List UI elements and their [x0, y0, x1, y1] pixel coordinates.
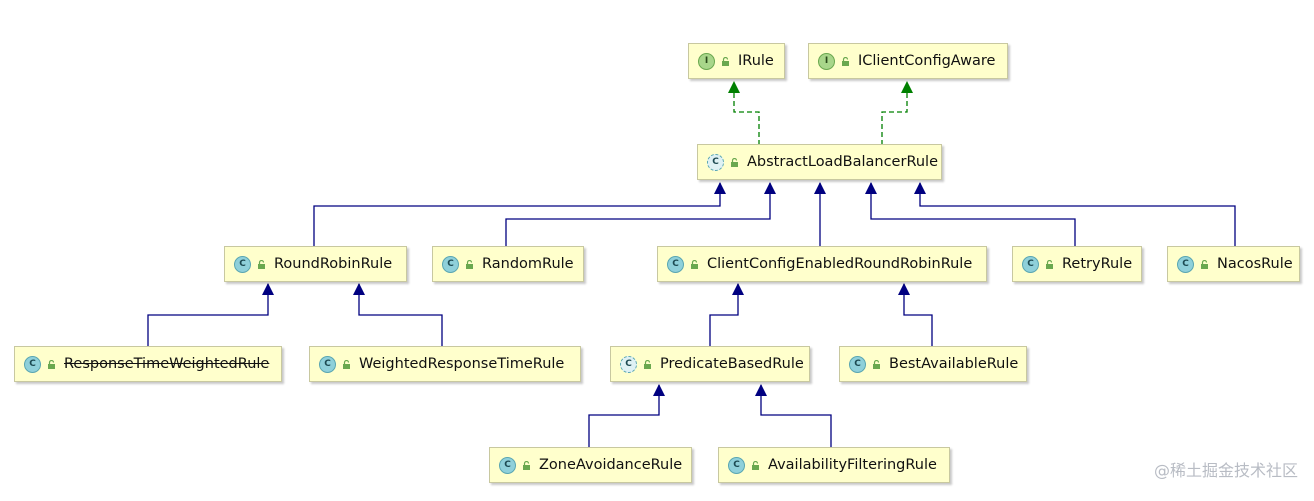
node-iclientconfigaware[interactable]: I IClientConfigAware [808, 43, 1008, 79]
lock-icon [48, 359, 55, 369]
lock-icon [752, 460, 759, 470]
edge-nacos-extends-abstract [914, 182, 1236, 247]
edge-abstract-implements-irule [728, 81, 760, 145]
node-label: AvailabilityFilteringRule [768, 457, 937, 473]
lock-icon [644, 359, 651, 369]
node-label: IRule [738, 53, 774, 69]
node-bestavailablerule[interactable]: C BestAvailableRule [839, 346, 1027, 382]
node-clientconfigenabledroundrobinrule[interactable]: C ClientConfigEnabledRoundRobinRule [657, 246, 987, 282]
class-icon: C [1022, 255, 1039, 273]
node-predicatebasedrule[interactable]: C PredicateBasedRule [610, 346, 810, 382]
class-icon: C [728, 456, 745, 474]
node-retryrule[interactable]: C RetryRule [1012, 246, 1142, 282]
node-abstractloadbalancerrule[interactable]: C AbstractLoadBalancerRule [697, 144, 942, 180]
node-label: ZoneAvoidanceRule [539, 457, 683, 473]
node-label: IClientConfigAware [858, 53, 996, 69]
abstract-class-icon: C [620, 355, 637, 373]
interface-icon: I [818, 52, 835, 70]
edge-random-extends-abstract [505, 182, 776, 247]
lock-icon [523, 460, 530, 470]
lock-icon [731, 157, 738, 167]
class-icon: C [499, 456, 516, 474]
watermark: @稀土掘金技术社区 [1153, 461, 1298, 480]
node-zoneavoidancerule[interactable]: C ZoneAvoidanceRule [489, 447, 692, 483]
node-responsetimeweightedrule[interactable]: C ResponseTimeWeightedRule [14, 346, 282, 382]
node-label-deprecated: ResponseTimeWeightedRule [64, 356, 270, 372]
node-irule[interactable]: I IRule [688, 43, 785, 79]
lock-icon [873, 359, 880, 369]
node-label: BestAvailableRule [889, 356, 1019, 372]
lock-icon [466, 259, 473, 269]
node-label: NacosRule [1217, 256, 1293, 272]
node-roundrobinrule[interactable]: C RoundRobinRule [224, 246, 407, 282]
node-label: RandomRule [482, 256, 574, 272]
class-icon: C [24, 355, 41, 373]
lock-icon [1046, 259, 1053, 269]
node-label: AbstractLoadBalancerRule [747, 154, 939, 170]
edge-avail-extends-predicate [755, 384, 832, 448]
edge-retry-extends-abstract [865, 182, 1076, 247]
lock-icon [722, 56, 729, 66]
lock-icon [842, 56, 849, 66]
node-label: RetryRule [1062, 256, 1133, 272]
lock-icon [691, 259, 698, 269]
node-randomrule[interactable]: C RandomRule [432, 246, 584, 282]
interface-icon: I [698, 52, 715, 70]
abstract-class-icon: C [707, 153, 724, 171]
node-label: ClientConfigEnabledRoundRobinRule [707, 256, 973, 272]
node-weightedresponsetimerule[interactable]: C WeightedResponseTimeRule [309, 346, 581, 382]
edge-roundrobin-extends-abstract [313, 182, 726, 247]
class-icon: C [319, 355, 336, 373]
lock-icon [1201, 259, 1208, 269]
class-icon: C [442, 255, 459, 273]
node-label: WeightedResponseTimeRule [359, 356, 565, 372]
node-nacosrule[interactable]: C NacosRule [1167, 246, 1300, 282]
lock-icon [343, 359, 350, 369]
edge-best-extends-ccerr [898, 283, 933, 347]
class-icon: C [234, 255, 251, 273]
node-availabilityfilteringrule[interactable]: C AvailabilityFilteringRule [718, 447, 950, 483]
class-icon: C [849, 355, 866, 373]
edge-predicate-extends-ccerr [709, 283, 744, 347]
edge-rtw-extends-roundrobin [147, 283, 274, 347]
edge-wrt-extends-roundrobin [353, 283, 443, 347]
node-label: PredicateBasedRule [660, 356, 804, 372]
class-icon: C [1177, 255, 1194, 273]
edge-abstract-implements-iclient [881, 81, 913, 145]
edge-zone-extends-predicate [588, 384, 665, 448]
class-icon: C [667, 255, 684, 273]
lock-icon [258, 259, 265, 269]
node-label: RoundRobinRule [274, 256, 393, 272]
